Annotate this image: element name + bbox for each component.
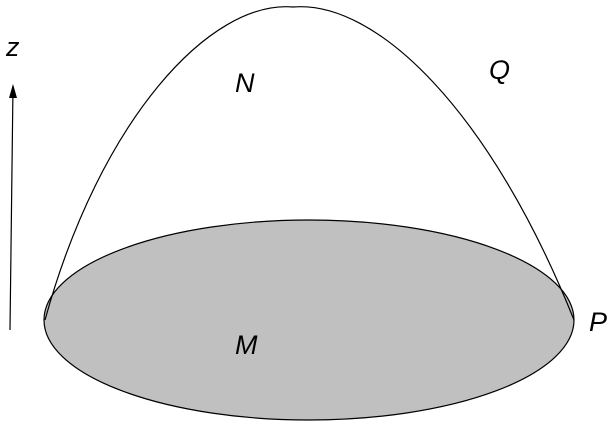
label-n: N [235,68,255,98]
label-p: P [589,307,607,337]
dome-surface-curve [44,6,575,321]
z-axis-arrowhead [9,84,17,98]
label-q: Q [489,55,510,85]
z-axis-arrow [9,85,14,331]
z-axis-label: z [5,32,20,62]
label-m: M [235,330,258,360]
base-disk [43,219,575,421]
